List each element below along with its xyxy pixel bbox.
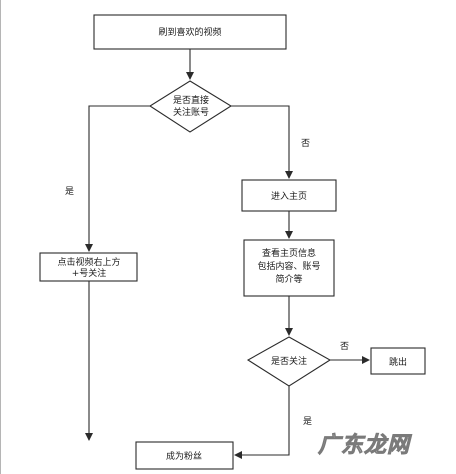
node-decision-follow-direct: 是否直接 关注账号 bbox=[148, 80, 233, 133]
node-start: 刷到喜欢的视频 bbox=[93, 14, 287, 50]
decision-follow-direct-line-2: 关注账号 bbox=[173, 106, 209, 118]
node-enter-homepage-label: 进入主页 bbox=[271, 190, 307, 202]
node-leave: 跳出 bbox=[370, 347, 426, 375]
watermark-logo: 广东龙网 bbox=[318, 432, 412, 458]
node-become-fan: 成为粉丝 bbox=[135, 441, 234, 470]
decision-follow-direct-line-1: 是否直接 bbox=[173, 94, 209, 106]
edge-decision-no-to-homepage bbox=[231, 105, 293, 179]
edge-label-no-right: 否 bbox=[301, 138, 310, 149]
node-start-label: 刷到喜欢的视频 bbox=[158, 26, 221, 38]
edge-label-yes-down: 是 bbox=[303, 416, 312, 427]
edge-decision-follow-yes-to-fan bbox=[234, 386, 290, 459]
node-decision-follow: 是否关注 bbox=[246, 336, 332, 387]
node-enter-homepage: 进入主页 bbox=[241, 179, 337, 212]
view-profile-line-3: 简介等 bbox=[275, 273, 302, 285]
node-become-fan-label: 成为粉丝 bbox=[166, 450, 202, 462]
click-follow-line-2: +号关注 bbox=[72, 267, 107, 279]
edge-label-no-leave: 否 bbox=[340, 341, 349, 352]
view-profile-line-1: 查看主页信息 bbox=[262, 247, 316, 259]
node-click-follow: 点击视频右上方 +号关注 bbox=[39, 252, 138, 282]
edge-decision-yes-to-click-follow bbox=[85, 105, 150, 252]
node-leave-label: 跳出 bbox=[389, 356, 407, 368]
edge-label-yes-left: 是 bbox=[65, 186, 74, 197]
view-profile-line-2: 包括内容、账号 bbox=[257, 260, 320, 272]
left-border-line bbox=[0, 0, 1, 474]
click-follow-line-1: 点击视频右上方 bbox=[57, 256, 120, 268]
node-decision-follow-label: 是否关注 bbox=[271, 355, 307, 367]
node-view-profile: 查看主页信息 包括内容、账号 简介等 bbox=[243, 239, 335, 297]
